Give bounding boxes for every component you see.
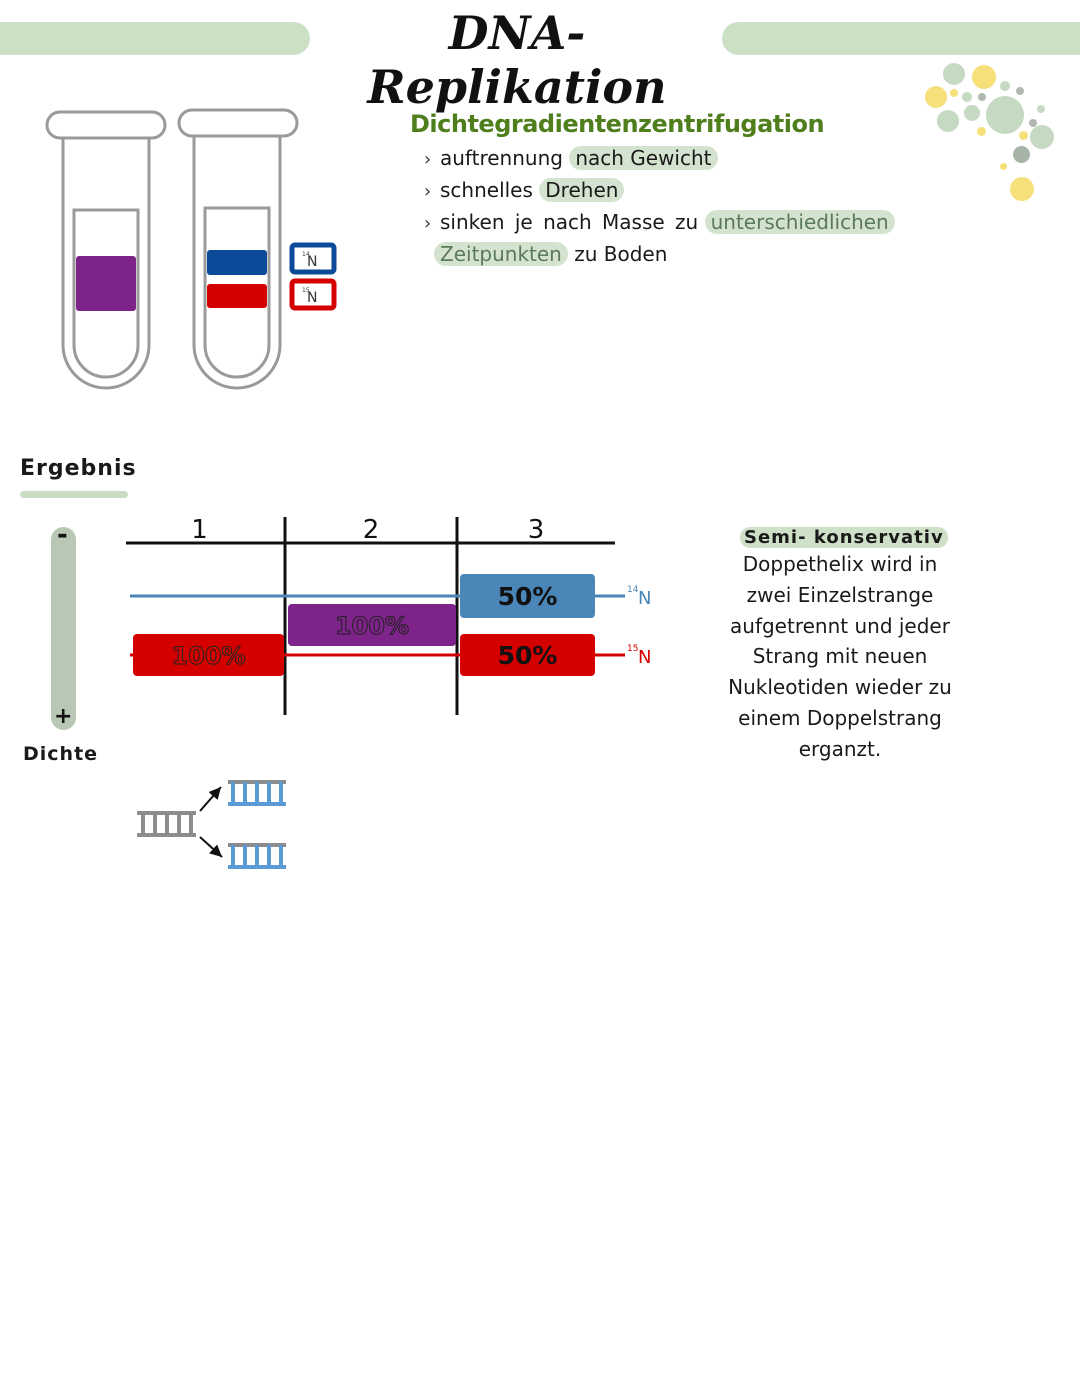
legend-15N-mass: 15 — [302, 287, 310, 294]
daughter-dna-icon — [228, 843, 286, 869]
chevron-right-icon: › — [424, 181, 432, 202]
description-line: Strang mit neuen — [752, 644, 928, 669]
dna-replication-diagram — [137, 780, 286, 869]
bullet-highlight: Drehen — [539, 178, 625, 202]
dot — [1037, 105, 1045, 113]
bullet-item: › auftrennung nach Gewicht — [424, 143, 895, 175]
dot — [943, 63, 965, 85]
bullet-text: sinken je nach Masse zu — [440, 210, 699, 234]
description-line: einem Doppelstrang — [738, 705, 942, 730]
description-line: erganzt. — [798, 736, 882, 761]
tube-1-band-hybrid — [76, 256, 136, 311]
centrifugation-title: Dichtegradientenzentrifugation — [410, 110, 825, 138]
bullet-item-continued: Zeitpunkten zu Boden — [424, 239, 895, 270]
test-tube-1 — [45, 110, 167, 390]
description-line: Doppethelix wird in — [742, 552, 938, 576]
bullet-item: › schnelles Drehen — [424, 175, 895, 207]
bullet-item: › sinken je nach Masse zu unterschiedlich… — [424, 207, 895, 239]
column-label: 3 — [528, 515, 545, 545]
band-gen1-15N — [133, 634, 284, 676]
semi-conservative-description: Doppethelix wird in zwei Einzelstrange a… — [715, 549, 965, 765]
description-line: Nukleotiden wieder zu — [728, 675, 952, 700]
header-bar-right — [722, 22, 1080, 55]
dot — [977, 127, 986, 136]
test-tubes-illustration: 14 N 15 N — [45, 108, 337, 390]
band-gen3-14N — [460, 574, 595, 618]
dot — [1010, 177, 1034, 201]
reference-label-symbol: N — [638, 647, 651, 668]
bullet-text: schnelles — [440, 178, 533, 202]
column-label: 1 — [191, 515, 208, 545]
band-label: 50% — [498, 641, 558, 670]
description-line: aufgetrennt und jeder — [730, 613, 950, 638]
tube-2-band-14N — [207, 250, 267, 275]
bullet-text: zu Boden — [574, 242, 668, 266]
band-label: 100% — [335, 612, 409, 640]
density-axis-label: Dichte — [23, 743, 99, 765]
page-title: DNA- Replikation — [367, 6, 667, 114]
arrow-down-icon — [199, 836, 223, 858]
result-heading-underline — [20, 491, 128, 498]
dot — [1000, 163, 1007, 170]
dot — [1030, 125, 1054, 149]
dot — [925, 86, 947, 108]
reference-label-mass: 14 — [627, 585, 639, 595]
density-minus-sign: - — [57, 520, 68, 550]
dot — [950, 89, 958, 97]
band-gen2-hybrid — [288, 604, 456, 646]
arrow-up-icon — [199, 786, 222, 812]
legend-15N: 15 N — [289, 278, 337, 311]
dot — [972, 65, 996, 89]
bullet-text: auftrennung — [440, 146, 563, 170]
density-plus-sign: + — [54, 704, 73, 729]
centrifugation-bullets: › auftrennung nach Gewicht › schnelles Dre… — [424, 143, 895, 270]
legend-15N-symbol: N — [307, 290, 317, 306]
dot — [978, 93, 986, 101]
chevron-right-icon: › — [424, 213, 432, 234]
dot — [964, 105, 980, 121]
density-axis-bar — [51, 527, 76, 730]
dot — [962, 92, 972, 102]
header-bar-left — [0, 22, 310, 55]
band-label: 50% — [498, 582, 558, 611]
chevron-right-icon: › — [424, 149, 432, 170]
column-label: 2 — [363, 515, 380, 545]
test-tube-2 — [177, 108, 299, 390]
reference-label-mass: 15 — [627, 644, 638, 654]
dot — [1019, 131, 1028, 140]
legend-14N-mass: 14 — [302, 251, 310, 258]
reference-label-symbol: N — [638, 588, 651, 609]
tube-2-band-15N — [207, 284, 267, 308]
dot — [1013, 146, 1030, 163]
daughter-dna-icon — [228, 780, 286, 806]
legend-14N-symbol: N — [307, 254, 317, 270]
bullet-highlight: nach Gewicht — [569, 146, 718, 170]
dot — [937, 110, 959, 132]
dot — [986, 96, 1024, 134]
bullet-highlight: Zeitpunkten — [434, 242, 568, 266]
dot — [1029, 119, 1037, 127]
parent-dna-icon — [137, 811, 196, 837]
band-gen3-15N — [460, 634, 595, 676]
legend-14N: 14 N — [289, 242, 337, 275]
semi-conservative-title: Semi- konservativ — [740, 527, 948, 548]
dot — [1016, 87, 1024, 95]
bullet-highlight: unterschiedlichen — [704, 210, 895, 234]
result-heading: Ergebnis — [20, 456, 137, 481]
band-label: 100% — [171, 642, 245, 670]
dot — [1000, 81, 1010, 91]
description-line: zwei Einzelstrange — [746, 582, 934, 607]
